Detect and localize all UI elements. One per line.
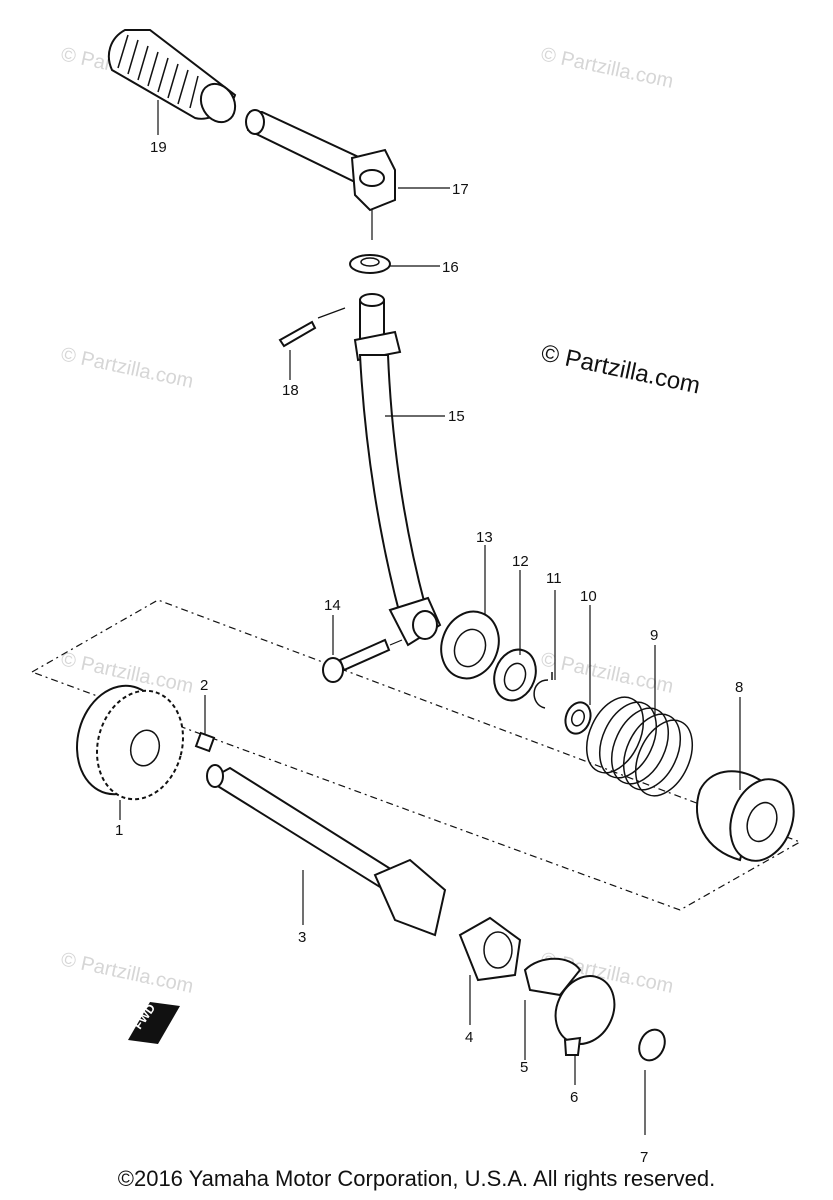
- callout-11: 11: [546, 570, 562, 587]
- callout-12: 12: [512, 553, 529, 570]
- fwd-arrow-icon: FWD: [128, 1001, 180, 1044]
- washer-10: [564, 701, 592, 735]
- cap-8: [695, 770, 795, 862]
- callout-15: 15: [448, 408, 465, 425]
- dowel-2: [194, 731, 216, 753]
- pin-18: [278, 307, 346, 348]
- callout-2: 2: [200, 677, 208, 694]
- callout-5: 5: [520, 1059, 528, 1076]
- callout-6: 6: [570, 1089, 578, 1106]
- bolt-14: [322, 638, 403, 683]
- assembly-boundary: [30, 599, 802, 911]
- grip-19: [107, 29, 237, 124]
- callout-7: 7: [640, 1149, 648, 1166]
- shaft-3: [206, 764, 447, 937]
- callout-3: 3: [298, 929, 306, 946]
- callout-4: 4: [465, 1029, 473, 1046]
- watermark-text: © Partzilla.com: [59, 948, 195, 998]
- plate-6: [554, 975, 616, 1056]
- callout-1: 1: [115, 822, 123, 839]
- callout-19: 19: [150, 139, 167, 156]
- callout-13: 13: [476, 529, 493, 546]
- callout-8: 8: [735, 679, 743, 696]
- watermark-main: © Partzilla.com: [539, 339, 703, 399]
- ratchet-4: [458, 916, 522, 982]
- seal-13: [440, 610, 500, 680]
- callout-14: 14: [324, 597, 341, 614]
- washer-7: [638, 1028, 666, 1062]
- callout-16: 16: [442, 259, 459, 276]
- leader-lines: [119, 100, 741, 1135]
- callout-17: 17: [452, 181, 469, 198]
- kick-crank-17: [245, 109, 396, 240]
- washer-16: [349, 254, 391, 274]
- gear-1: [76, 684, 184, 801]
- callout-10: 10: [580, 588, 597, 605]
- spring-9: [585, 696, 694, 797]
- callout-9: 9: [650, 627, 658, 644]
- clip-11: [533, 672, 553, 709]
- watermark-text: © Partzilla.com: [539, 43, 675, 93]
- callout-labels: 1 2 3 4 5 6 7 8 9 10 11 12 13 14 15 16 1…: [115, 139, 743, 1166]
- watermark-text: © Partzilla.com: [59, 343, 195, 393]
- kick-lever-15: [353, 293, 442, 647]
- copyright-footer: ©2016 Yamaha Motor Corporation, U.S.A. A…: [117, 1166, 716, 1191]
- callout-18: 18: [282, 382, 299, 399]
- bushing-12: [493, 648, 537, 702]
